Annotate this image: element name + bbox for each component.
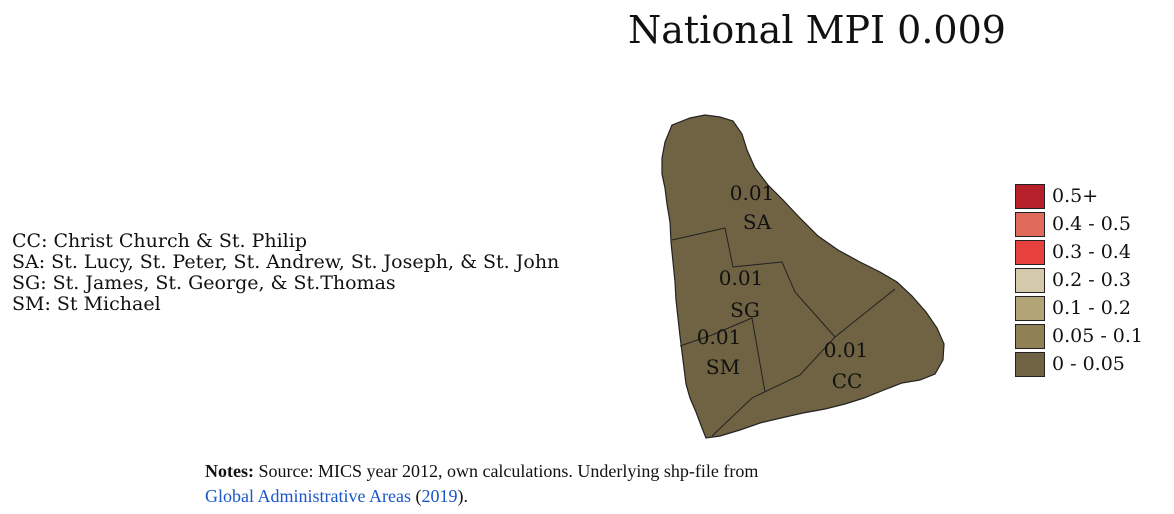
legend-swatch [1015,267,1045,293]
legend-swatch [1015,239,1045,265]
abbreviation-cc: CC: Christ Church & St. Philip [12,230,307,252]
figure-notes: Notes: Source: MICS year 2012, own calcu… [205,459,758,509]
legend-swatch [1015,295,1045,321]
region-code-sg: SG [730,298,760,322]
boundary-cc [711,288,896,437]
notes-close: ). [457,486,468,506]
legend-item: 0 - 0.05 [1015,350,1143,378]
legend-label: 0 - 0.05 [1052,353,1125,375]
notes-text: Source: MICS year 2012, own calculations… [253,461,759,481]
boundary-sg-sm [679,317,766,393]
map-legend: 0.5+ 0.4 - 0.5 0.3 - 0.4 0.2 - 0.3 0.1 -… [1015,182,1143,378]
region-value-sm: 0.01 [697,325,742,349]
region-code-sa: SA [743,210,772,234]
region-value-sg: 0.01 [719,266,764,290]
island-shape [661,114,945,439]
notes-open-paren: ( [410,486,422,506]
legend-label: 0.4 - 0.5 [1052,213,1131,235]
legend-item: 0.5+ [1015,182,1143,210]
region-abbreviation-list: CC: Christ Church & St. Philip SA: St. L… [12,231,559,315]
abbreviation-sg: SG: St. James, St. George, & St.Thomas [12,272,396,294]
boundary-sa-sg [671,227,836,338]
legend-label: 0.2 - 0.3 [1052,269,1131,291]
region-value-cc: 0.01 [824,338,869,362]
legend-swatch [1015,211,1045,237]
citation-year-link[interactable]: 2019 [421,486,458,506]
legend-label: 0.3 - 0.4 [1052,241,1131,263]
legend-label: 0.1 - 0.2 [1052,297,1131,319]
map-title: National MPI 0.009 [628,8,1006,52]
legend-swatch [1015,183,1045,209]
region-code-cc: CC [832,369,863,393]
legend-label: 0.5+ [1052,185,1099,207]
region-value-sa: 0.01 [730,181,775,205]
legend-swatch [1015,323,1045,349]
notes-lead: Notes: [205,461,254,481]
legend-item: 0.05 - 0.1 [1015,322,1143,350]
legend-item: 0.1 - 0.2 [1015,294,1143,322]
source-link[interactable]: Global Administrative Areas [205,486,411,506]
legend-item: 0.4 - 0.5 [1015,210,1143,238]
abbreviation-sa: SA: St. Lucy, St. Peter, St. Andrew, St.… [12,251,560,273]
legend-swatch [1015,351,1045,377]
region-code-sm: SM [706,355,740,379]
abbreviation-sm: SM: St Michael [12,293,161,315]
legend-item: 0.2 - 0.3 [1015,266,1143,294]
legend-label: 0.05 - 0.1 [1052,325,1144,347]
legend-item: 0.3 - 0.4 [1015,238,1143,266]
